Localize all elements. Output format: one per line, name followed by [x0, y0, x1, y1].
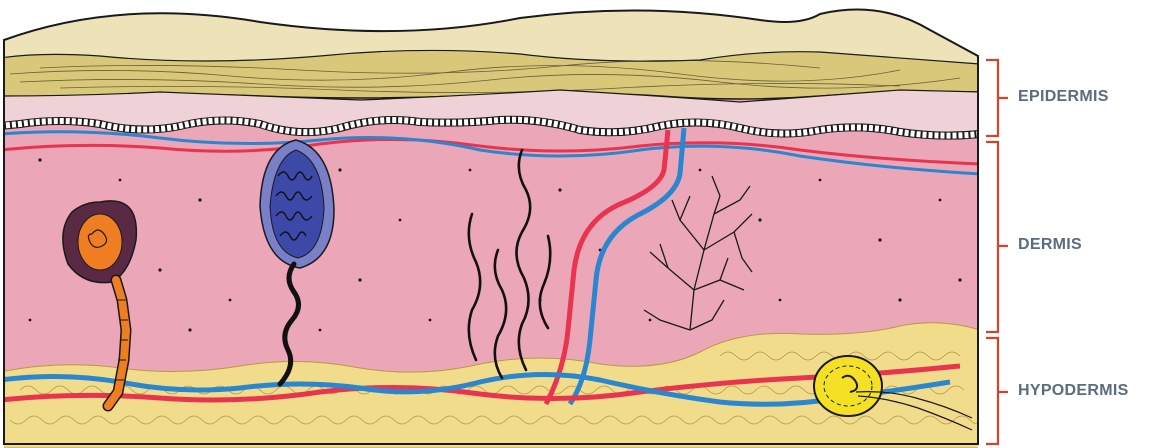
hypodermis-label: HYPODERMIS	[1018, 382, 1129, 400]
dermis-bracket	[986, 142, 1008, 332]
epidermis-bracket	[986, 60, 1008, 136]
epidermis-label: EPIDERMIS	[1018, 88, 1109, 106]
hypodermis-bracket	[986, 338, 1008, 444]
dermis-label: DERMIS	[1018, 236, 1082, 254]
layer-brackets	[986, 60, 1008, 444]
